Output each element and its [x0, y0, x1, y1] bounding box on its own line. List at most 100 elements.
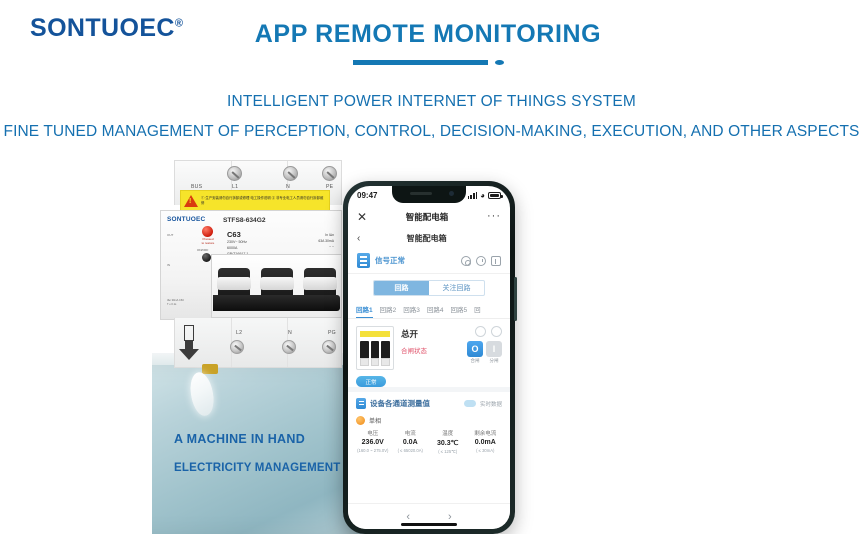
page-title: APP REMOTE MONITORING: [254, 20, 602, 48]
phone-screen: 09:47 ◕ ✕ 智能配电箱 ··· ‹ 智能配电箱 信号正常: [348, 186, 510, 529]
favorite-heart-icon[interactable]: [491, 326, 502, 337]
terminal-label-n: N: [286, 184, 290, 190]
signal-status-text: 信号正常: [375, 256, 405, 265]
breaker-main-body: SONTUOEC STFS8-634G2 C63 230V~ 50Hz 6000…: [160, 210, 342, 320]
breaker-spec-right: In IΔn 63A 30mA ~ ~: [318, 233, 334, 249]
measurement-current: 电流 0.0A ( ≤ 65020.0A): [392, 429, 430, 455]
measurement-grid: 电压 236.0V (160.0 ~ 275.0V) 电流 0.0A ( ≤ 6…: [348, 427, 510, 460]
circuit-tab-1[interactable]: 回路1: [356, 304, 373, 318]
circuit-tab-2[interactable]: 回路2: [379, 307, 397, 314]
open-breaker-button[interactable]: I 分闸: [486, 341, 502, 364]
circuit-tab-4[interactable]: 回路4: [426, 307, 444, 314]
direction-arrow-icon: [176, 323, 202, 363]
voltage-range: (160.0 ~ 275.0V): [357, 448, 389, 453]
card-title: 总开: [401, 329, 419, 339]
voltage-value: 236.0V: [361, 439, 384, 446]
measurement-right-label: 实时数据: [479, 401, 502, 408]
current-header: 电流: [404, 431, 416, 437]
measurement-voltage: 电压 236.0V (160.0 ~ 275.0V): [354, 429, 392, 455]
reset-button-label: Pressed to restore: [201, 237, 215, 245]
segment-followed-circuits[interactable]: 关注回路: [442, 285, 471, 292]
breaker-rating-label: C63: [227, 230, 241, 239]
more-options-icon[interactable]: ···: [487, 210, 501, 222]
lever-common-bar[interactable]: [213, 295, 340, 311]
pedestal: [152, 365, 367, 534]
close-breaker-label: 合闸: [470, 358, 480, 363]
circuit-tab-3[interactable]: 回路3: [403, 307, 420, 314]
circuit-tab-strip[interactable]: 回路1 回路2 回路3 回路4 回路5 回: [348, 301, 510, 319]
battery-icon: [488, 192, 503, 199]
back-icon[interactable]: ‹: [357, 232, 361, 244]
circuit-breaker-device: BUS L1 N PE ① 生产安装请勿自行拆卸或修理 电工操作说明 ② 非专业…: [160, 160, 342, 418]
circuit-tab-6[interactable]: 回: [474, 307, 481, 314]
brand-registered-mark: ®: [174, 17, 184, 30]
next-page-icon[interactable]: ›: [448, 510, 452, 523]
terminal-screw-pg: [322, 340, 336, 354]
circuit-tab-5[interactable]: 回路5: [450, 307, 468, 314]
leakage-range: ( ≤ 30mA): [476, 448, 495, 453]
measurement-section-header: 设备各通道测量值 实时数据: [348, 387, 510, 412]
terminal-screw-l1: [227, 166, 242, 181]
title-underline: [248, 60, 608, 65]
close-breaker-button[interactable]: O 合闸: [467, 341, 483, 364]
device-title: 智能配电箱: [406, 233, 447, 243]
close-breaker-glyph: O: [467, 341, 483, 357]
breaker-model-label: STFS8-634G2: [223, 217, 266, 224]
terminal-label-n2: N: [288, 330, 292, 336]
wifi-icon: ◕: [480, 190, 485, 200]
terminal-label-bus: BUS: [191, 184, 203, 190]
test-button[interactable]: [202, 253, 211, 262]
current-range: ( ≤ 65020.0A): [397, 448, 423, 453]
terminal-label-l1: L1: [232, 184, 239, 190]
leakage-header: 剩余电流: [474, 431, 497, 437]
card-status: 合闸状态: [401, 348, 427, 355]
prev-page-icon[interactable]: ‹: [406, 510, 410, 523]
temperature-range: ( ≤ 125℃): [438, 449, 458, 454]
signal-bars-icon: [467, 191, 478, 200]
brand-name: SONTUOEC: [30, 14, 175, 42]
terminal-screw-n: [283, 166, 298, 181]
app-title: 智能配电箱: [405, 211, 449, 222]
phone-notch: [392, 186, 466, 203]
measurement-group-row: 单相: [348, 412, 510, 427]
onoff-label: ON/OFF: [197, 248, 209, 252]
segment-circuits[interactable]: 回路: [374, 281, 429, 295]
warning-triangle-icon: [184, 195, 198, 207]
terminal-label-pg: PG: [328, 330, 336, 336]
voltage-header: 电压: [367, 431, 379, 437]
temperature-value: 30.3℃: [437, 440, 459, 447]
close-icon[interactable]: ✕: [357, 209, 368, 224]
side-mark-top: OUT: [167, 233, 174, 237]
measurement-group-label: 单相: [369, 419, 382, 425]
signal-status-row: 信号正常: [348, 248, 510, 274]
device-signal-icon: [357, 253, 370, 268]
terminal-label-pe: PE: [326, 184, 334, 190]
measurement-title: 设备各通道测量值: [370, 399, 430, 408]
refresh-icon[interactable]: [475, 326, 486, 337]
status-bar: 09:47 ◕: [348, 186, 510, 205]
reset-button[interactable]: [202, 226, 213, 237]
terminal-screw-pe: [322, 166, 337, 181]
clock-icon[interactable]: [476, 255, 486, 266]
measurement-icon: [356, 398, 366, 409]
breaker-card: 总开 合闸状态 O 合闸 I 分闸: [348, 319, 510, 374]
pedestal-line-1: A MACHINE IN HAND: [174, 432, 306, 446]
terminal-label-l2: L2: [236, 330, 243, 336]
temperature-header: 温度: [442, 431, 454, 437]
speaker-icon: [410, 192, 432, 195]
warning-text: ① 生产安装请勿自行拆卸或修理 电工操作说明 ② 非专业电工人员请勿自行拆卸维修: [201, 196, 324, 205]
realtime-chip: [463, 400, 476, 407]
measurement-temperature: 温度 30.3℃ ( ≤ 125℃): [429, 429, 467, 455]
brand-logo: SONTUOEC®: [30, 14, 183, 43]
gear-icon[interactable]: [461, 255, 471, 266]
phone-side-button[interactable]: [514, 277, 517, 321]
app-navbar: ✕ 智能配电箱 ···: [348, 205, 510, 228]
open-breaker-glyph: I: [486, 341, 502, 357]
brass-connector: [202, 364, 218, 374]
breaker-extra-label: IΔn 30mA C63 T ≤ 0.1s: [167, 299, 184, 306]
underline-dot: [494, 60, 504, 65]
pedestal-line-2: ELECTRICITY MANAGEMENT: [174, 462, 341, 474]
report-icon[interactable]: [491, 255, 501, 266]
home-indicator: [401, 523, 457, 526]
